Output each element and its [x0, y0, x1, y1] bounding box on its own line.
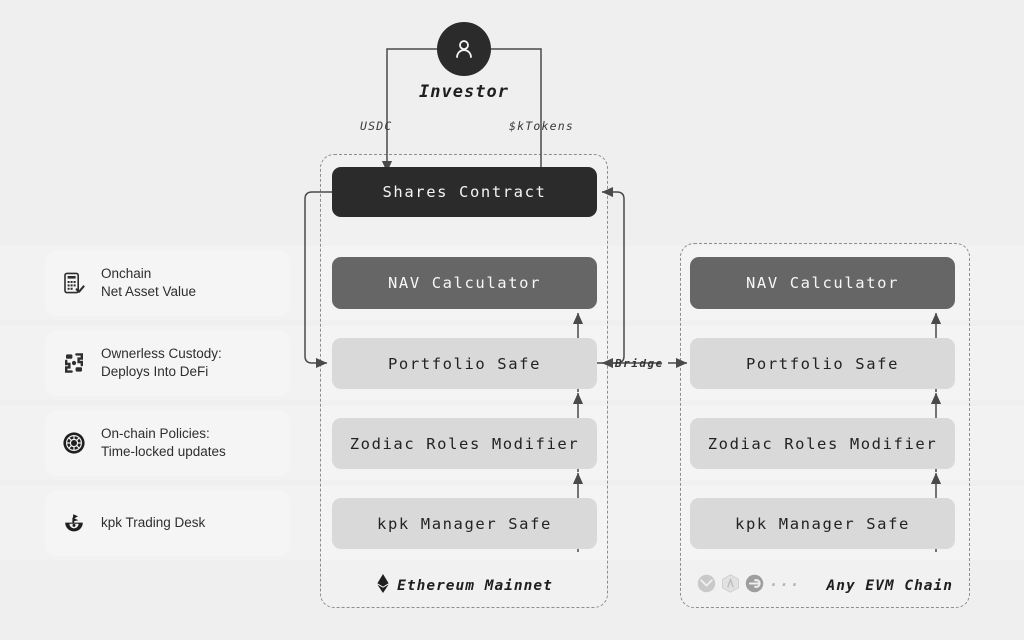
investor-label: Investor — [419, 82, 509, 102]
chain-label-any-evm: Any EVM Chain — [826, 577, 953, 594]
feature-line-1: Onchain — [101, 266, 152, 282]
node-shares-contract[interactable]: Shares Contract — [332, 167, 597, 217]
chain-footer-any-evm: ··· Any EVM Chain — [681, 574, 971, 597]
flow-label-ktokens: $kTokens — [509, 119, 574, 133]
chain-footer-ethereum: Ethereum Mainnet — [321, 574, 609, 597]
feature-line-2: Deploys Into DeFi — [101, 364, 209, 379]
feature-card-text: kpk Trading Desk — [101, 514, 205, 532]
feature-card-kpk-trading-desk[interactable]: kpk Trading Desk — [45, 490, 290, 556]
feature-line-2: Net Asset Value — [101, 284, 197, 299]
feature-card-text: Ownerless Custody: Deploys Into DeFi — [101, 345, 222, 381]
feature-card-onchain-policies[interactable]: On-chain Policies: Time-locked updates — [45, 410, 290, 476]
node-kpk-manager-safe[interactable]: kpk Manager Safe — [332, 498, 597, 549]
feature-card-ownerless-custody[interactable]: Ownerless Custody: Deploys Into DeFi — [45, 330, 290, 396]
kpk-logo-icon — [61, 510, 87, 536]
bridge-label: Bridge — [615, 357, 664, 370]
zodiac-icon — [61, 430, 87, 456]
custody-icon — [61, 350, 87, 376]
avatar — [437, 22, 491, 76]
feature-card-text: On-chain Policies: Time-locked updates — [101, 425, 226, 461]
node-zodiac-roles-modifier-2[interactable]: Zodiac Roles Modifier — [690, 418, 955, 469]
feature-line-2: Time-locked updates — [101, 444, 226, 459]
chain-label-ethereum: Ethereum Mainnet — [397, 577, 553, 594]
arbitrum-icon — [721, 574, 740, 597]
feature-line-1: kpk Trading Desk — [101, 515, 206, 531]
feature-card-text: Onchain Net Asset Value — [101, 265, 196, 301]
node-nav-calculator-2[interactable]: NAV Calculator — [690, 257, 955, 309]
feature-card-onchain-nav[interactable]: Onchain Net Asset Value — [45, 250, 290, 316]
ethereum-icon — [377, 574, 389, 597]
flow-label-usdc: USDC — [360, 119, 393, 133]
feature-line-1: On-chain Policies: — [101, 426, 210, 442]
node-zodiac-roles-modifier[interactable]: Zodiac Roles Modifier — [332, 418, 597, 469]
node-portfolio-safe-2[interactable]: Portfolio Safe — [690, 338, 955, 389]
person-icon — [456, 40, 472, 58]
feature-line-1: Ownerless Custody: — [101, 346, 222, 362]
more-chains-indicator: ··· — [769, 576, 801, 594]
gnosis-chain-icon — [697, 574, 716, 597]
node-nav-calculator[interactable]: NAV Calculator — [332, 257, 597, 309]
node-portfolio-safe[interactable]: Portfolio Safe — [332, 338, 597, 389]
chain-logo-group: ··· — [697, 574, 801, 597]
optimism-icon — [745, 574, 764, 597]
node-kpk-manager-safe-2[interactable]: kpk Manager Safe — [690, 498, 955, 549]
calculator-check-icon — [61, 270, 87, 296]
